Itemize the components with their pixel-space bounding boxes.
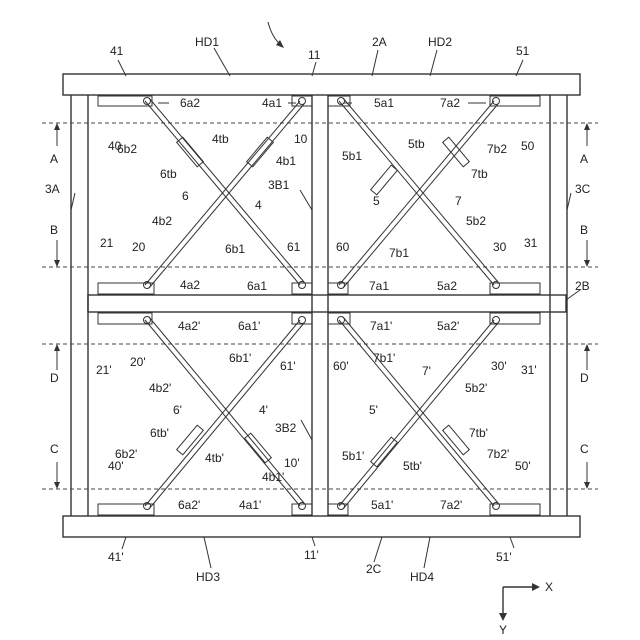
label-5b1-prime: 5b1' (342, 449, 364, 463)
label-c-left: C (50, 442, 59, 456)
label-6: 6 (182, 189, 189, 203)
axis-x-label: X (545, 580, 553, 594)
top-beam (63, 74, 580, 95)
label-b-right: B (580, 223, 588, 237)
label-3c: 3C (575, 182, 591, 196)
label-6b1-prime: 6b1' (229, 351, 251, 365)
label-4b1-prime: 4b1' (262, 470, 284, 484)
label-6a1: 6a1 (247, 279, 267, 293)
label-6a1-prime: 6a1' (238, 319, 260, 333)
label-61: 61 (287, 240, 301, 254)
label-6a2: 6a2 (180, 96, 200, 110)
label-11-prime: 11' (304, 548, 319, 562)
label-61-prime: 61' (280, 359, 296, 373)
label-30-prime: 30' (491, 359, 507, 373)
label-7a2: 7a2 (440, 96, 460, 110)
label-50: 50 (521, 139, 535, 153)
label-5b2-prime: 5b2' (465, 381, 487, 395)
label-41: 41 (110, 44, 124, 58)
label-10: 10 (294, 132, 308, 146)
label-4a2: 4a2 (180, 278, 200, 292)
label-5a1: 5a1 (374, 96, 394, 110)
label-31-prime: 31' (521, 363, 537, 377)
label-3b1: 3B1 (268, 178, 290, 192)
label-5: 5 (373, 194, 380, 208)
label-11: 11 (308, 48, 321, 62)
label-7b2: 7b2 (487, 142, 507, 156)
label-d-left: D (50, 371, 59, 385)
axis-y-label: Y (499, 623, 507, 637)
label-4tb: 4tb (212, 132, 229, 146)
label-21: 21 (100, 236, 114, 250)
label-b-left: B (50, 223, 58, 237)
label-4b2: 4b2 (152, 214, 172, 228)
label-50-prime: 50' (515, 459, 531, 473)
label-51-prime: 51' (496, 550, 512, 564)
label-30: 30 (493, 240, 507, 254)
label-4a1-prime: 4a1' (239, 498, 261, 512)
label-6tb-prime: 6tb' (150, 426, 169, 440)
label-2c: 2C (366, 562, 382, 576)
axis-indicator (499, 583, 540, 621)
label-20: 20 (132, 240, 146, 254)
label-3a: 3A (45, 182, 60, 196)
label-60-prime: 60' (333, 359, 349, 373)
label-7a1-prime: 7a1' (370, 319, 392, 333)
label-60: 60 (336, 240, 350, 254)
bottom-beam (63, 516, 580, 537)
label-51: 51 (516, 44, 530, 58)
label-10-prime: 10' (284, 456, 300, 470)
label-7b2-prime: 7b2' (487, 447, 509, 461)
label-hd2: HD2 (428, 35, 452, 49)
left-column (71, 95, 88, 516)
label-5b1: 5b1 (342, 149, 362, 163)
label-41-prime: 41' (108, 550, 124, 564)
label-5b2: 5b2 (466, 214, 486, 228)
label-5-prime: 5' (369, 403, 378, 417)
label-40-prime: 40' (108, 459, 124, 473)
label-3b2: 3B2 (275, 421, 297, 435)
label-4b2-prime: 4b2' (149, 381, 171, 395)
label-4: 4 (255, 198, 262, 212)
label-hd4: HD4 (410, 570, 434, 584)
label-7: 7 (455, 194, 462, 208)
middle-beam (88, 295, 566, 312)
label-c-right: C (580, 442, 589, 456)
labels: 41 HD1 11 2A HD2 51 6a2 4a1 5a1 7a2 10 4… (45, 35, 591, 637)
label-hd3: HD3 (196, 570, 220, 584)
label-a-right: A (580, 152, 588, 166)
label-4a1: 4a1 (262, 96, 282, 110)
label-d-right: D (580, 371, 589, 385)
label-2a: 2A (372, 35, 387, 49)
label-6b2: 6b2 (117, 142, 137, 156)
label-7a2-prime: 7a2' (440, 498, 462, 512)
label-hd1: HD1 (195, 35, 219, 49)
label-7b1-prime: 7b1' (373, 351, 395, 365)
label-4a2-prime: 4a2' (178, 319, 200, 333)
label-5tb: 5tb (408, 137, 425, 151)
label-7tb-prime: 7tb' (469, 426, 488, 440)
label-7tb: 7tb (471, 167, 488, 181)
label-5a2-prime: 5a2' (437, 319, 459, 333)
label-5a2: 5a2 (437, 279, 457, 293)
label-6-prime: 6' (173, 403, 182, 417)
label-6a2-prime: 6a2' (178, 498, 200, 512)
label-31: 31 (524, 236, 538, 250)
label-20-prime: 20' (130, 355, 146, 369)
label-4tb-prime: 4tb' (205, 451, 224, 465)
label-7b1: 7b1 (389, 246, 409, 260)
label-4b1: 4b1 (276, 154, 296, 168)
label-2b: 2B (575, 279, 590, 293)
label-5a1-prime: 5a1' (371, 498, 393, 512)
label-6b1: 6b1 (225, 242, 245, 256)
label-7-prime: 7' (422, 364, 431, 378)
label-a-left: A (50, 152, 58, 166)
label-6tb: 6tb (160, 167, 177, 181)
label-21-prime: 21' (96, 363, 112, 377)
label-5tb-prime: 5tb' (403, 459, 422, 473)
label-7a1: 7a1 (369, 279, 389, 293)
label-4-prime: 4' (259, 403, 268, 417)
